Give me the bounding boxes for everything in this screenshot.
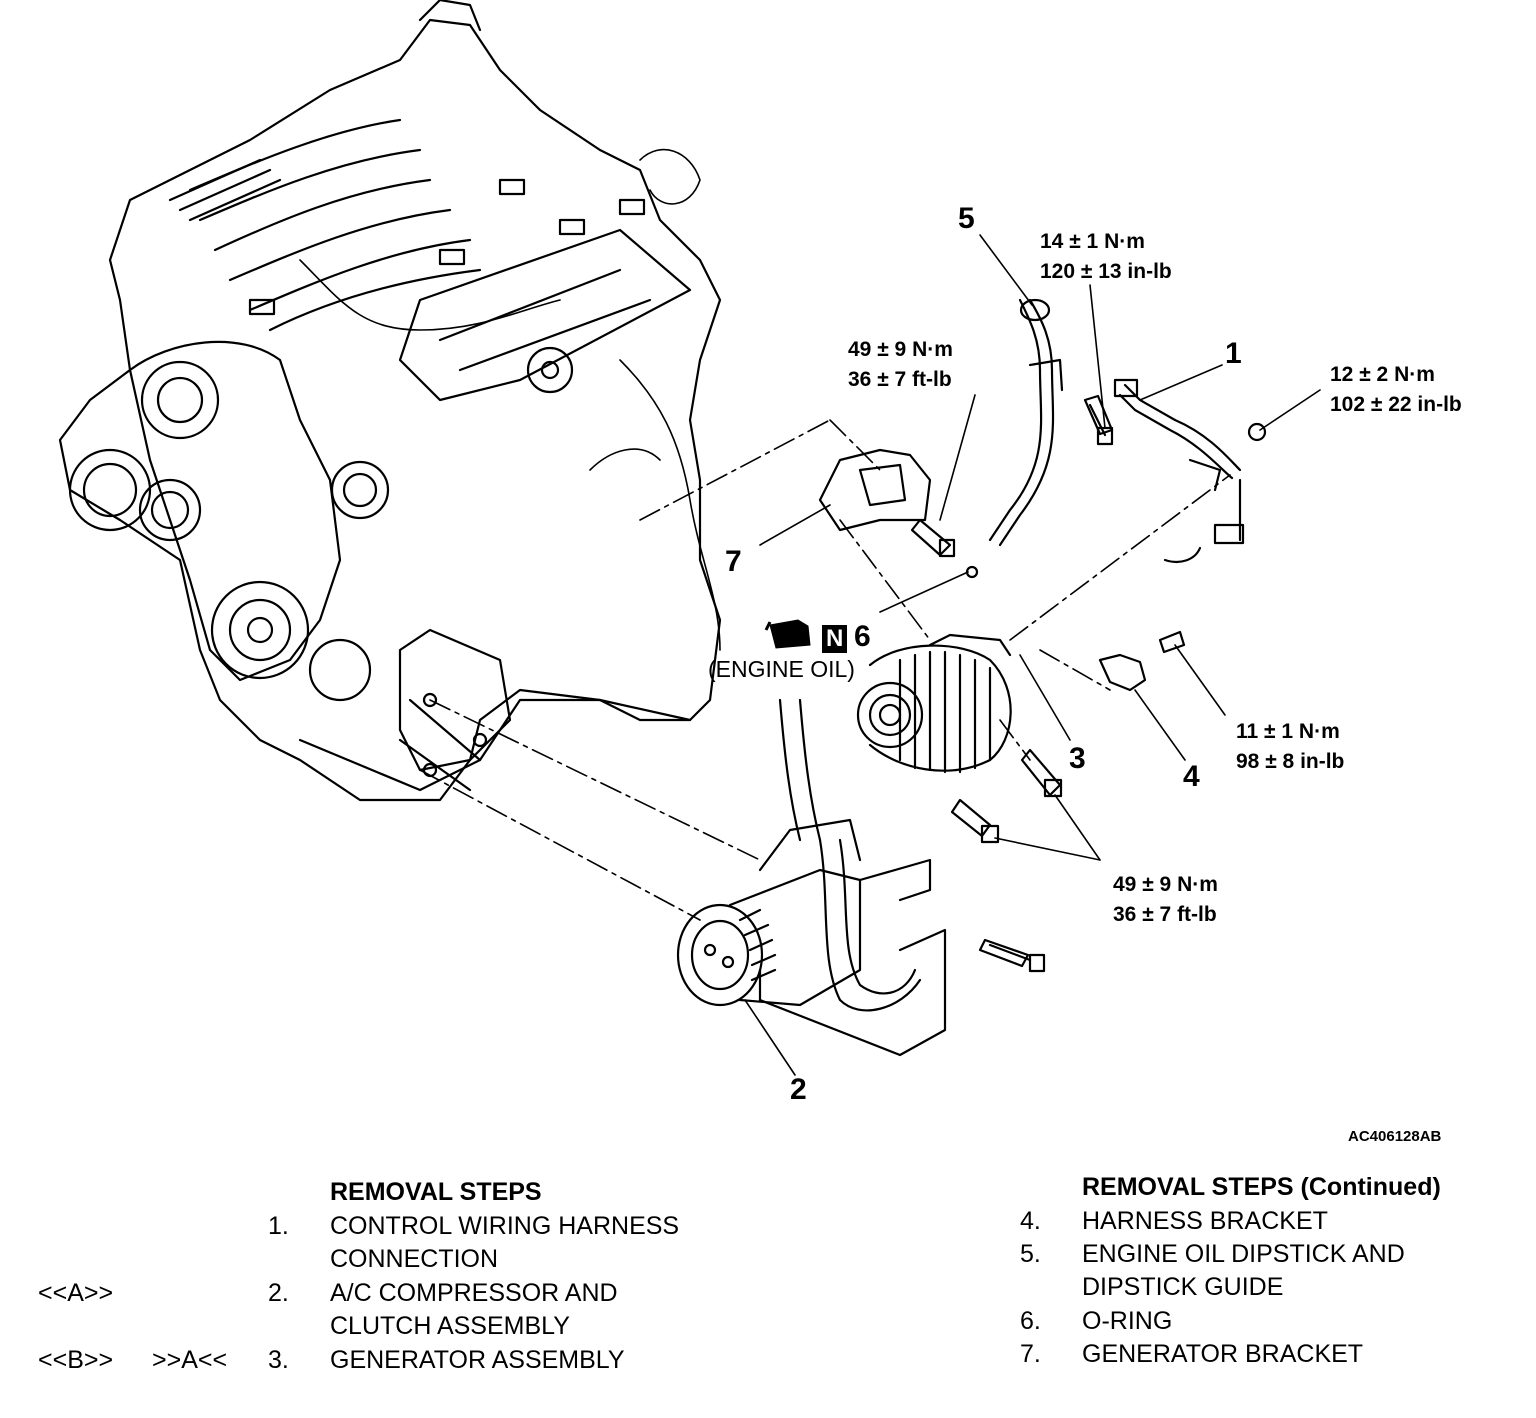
ac-compressor bbox=[676, 698, 1046, 1057]
engine-oil-label: (ENGINE OIL) bbox=[708, 656, 855, 682]
step-4-number: 4. bbox=[1020, 1207, 1041, 1235]
step-6-number: 6. bbox=[1020, 1307, 1041, 1335]
step-3-mark: <<B>> bbox=[38, 1346, 114, 1374]
leader-lines bbox=[744, 234, 1321, 1076]
step-7-number: 7. bbox=[1020, 1340, 1041, 1368]
callout-1: 1 bbox=[1225, 337, 1242, 370]
n-badge: N bbox=[822, 625, 848, 653]
step-3-number: 3. bbox=[268, 1346, 289, 1374]
steps-left-title: REMOVAL STEPS bbox=[330, 1178, 542, 1206]
step-1-line1: CONTROL WIRING HARNESS bbox=[330, 1212, 680, 1240]
step-1-line2: CONNECTION bbox=[330, 1245, 499, 1273]
oil-can-icon bbox=[764, 619, 811, 649]
step-3-mark2: >>A<< bbox=[152, 1346, 228, 1374]
callout-7: 7 bbox=[725, 545, 742, 578]
oil-note: N 6 bbox=[822, 620, 871, 654]
step-6-line1: O-RING bbox=[1082, 1307, 1173, 1335]
callout-2: 2 bbox=[790, 1073, 807, 1106]
step-5-number: 5. bbox=[1020, 1240, 1041, 1268]
step-2-line1: A/C COMPRESSOR AND bbox=[330, 1279, 618, 1307]
callout-6: 6 bbox=[854, 620, 871, 653]
callout-4: 4 bbox=[1183, 760, 1200, 793]
alignment-lines bbox=[419, 419, 1231, 921]
steps-right-title: REMOVAL STEPS (Continued) bbox=[1082, 1173, 1441, 1201]
generator-bracket bbox=[818, 448, 956, 558]
step-3-line1: GENERATOR ASSEMBLY bbox=[330, 1346, 625, 1374]
step-2-mark: <<A>> bbox=[38, 1279, 114, 1307]
generator bbox=[856, 633, 1063, 844]
step-4-line1: HARNESS BRACKET bbox=[1082, 1207, 1328, 1235]
step-5-line1: ENGINE OIL DIPSTICK AND bbox=[1082, 1240, 1405, 1268]
harness-bracket bbox=[1098, 630, 1186, 692]
callout-5: 5 bbox=[958, 202, 975, 235]
figure-code: AC406128AB bbox=[1348, 1128, 1442, 1145]
step-5-line2: DIPSTICK GUIDE bbox=[1082, 1273, 1284, 1301]
callout-3: 3 bbox=[1069, 742, 1086, 775]
control-harness bbox=[1113, 378, 1267, 564]
step-2-number: 2. bbox=[268, 1279, 289, 1307]
engine-block bbox=[58, 0, 722, 802]
step-7-line1: GENERATOR BRACKET bbox=[1082, 1340, 1364, 1368]
step-1-number: 1. bbox=[268, 1212, 289, 1240]
dipstick-assembly bbox=[965, 298, 1114, 579]
step-2-line2: CLUTCH ASSEMBLY bbox=[330, 1312, 570, 1340]
